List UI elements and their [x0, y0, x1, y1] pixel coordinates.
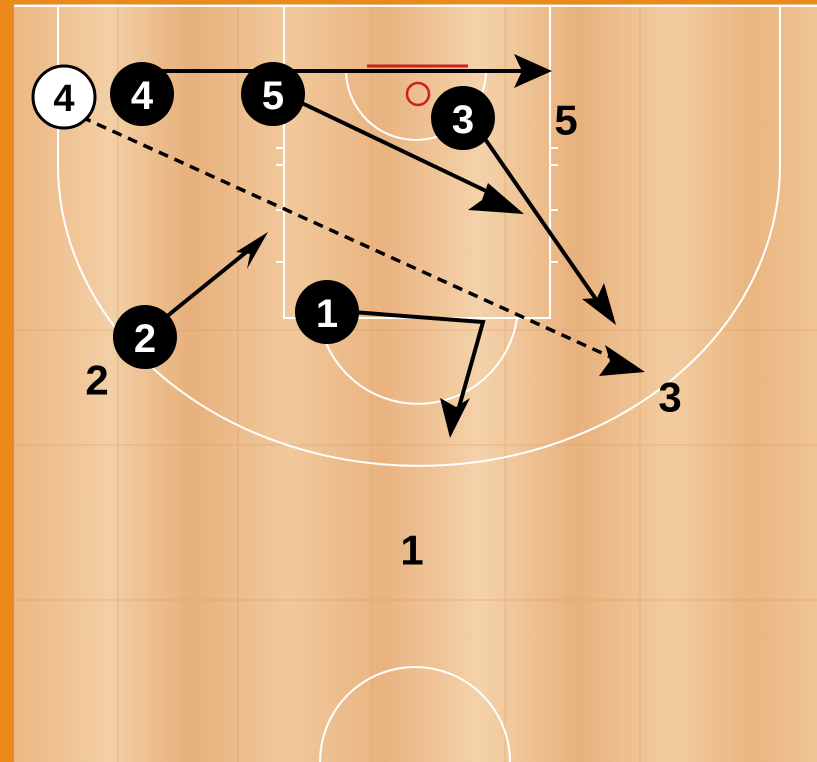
player-4: 4 [110, 62, 174, 126]
wood-floor [14, 4, 817, 762]
plank-seams [14, 4, 817, 762]
arrowhead-4-to-5 [514, 54, 552, 88]
destination-label-1: 1 [400, 527, 423, 574]
player-1-label: 1 [316, 292, 338, 336]
filled-circle-icon [295, 280, 359, 344]
filled-circle-icon [241, 62, 305, 126]
player-5-label: 5 [262, 74, 284, 118]
player-3: 3 [431, 86, 495, 150]
player-4-label: 4 [131, 74, 154, 118]
three-point-arc [57, 164, 781, 467]
player-1: 1 [295, 280, 359, 344]
arrowheads [236, 54, 645, 438]
player-4-offball: 4 [31, 64, 97, 130]
arrowhead-5 [468, 183, 524, 214]
outlined-circle-icon [31, 64, 97, 130]
movement-arrows [140, 69, 604, 419]
player-3-label: 3 [452, 98, 474, 142]
filled-circle-icon [113, 305, 177, 369]
arrowhead-3 [582, 283, 616, 325]
free-throw-circle-lower [318, 317, 518, 405]
cut-arrow-5 [284, 93, 506, 202]
player-4-offball-label: 4 [53, 78, 74, 120]
filled-circle-icon [431, 86, 495, 150]
player-2: 2 [113, 305, 177, 369]
player-2-label: 2 [134, 317, 156, 361]
destination-label-2: 2 [85, 357, 108, 404]
destination-label-3: 3 [658, 374, 681, 421]
arrowhead-2 [236, 232, 268, 269]
cut-arrow-1 [325, 308, 486, 419]
pass-arrow-4-to-3 [65, 108, 625, 365]
center-circle [319, 666, 511, 762]
arrowhead-pass [599, 345, 645, 376]
arrowhead-1 [440, 398, 470, 438]
court-lines [14, 5, 817, 762]
cut-arrow-3 [481, 134, 604, 310]
filled-circle-icon [110, 62, 174, 126]
destination-label-5: 5 [554, 97, 577, 144]
player-5: 5 [241, 62, 305, 126]
rim [405, 81, 431, 107]
